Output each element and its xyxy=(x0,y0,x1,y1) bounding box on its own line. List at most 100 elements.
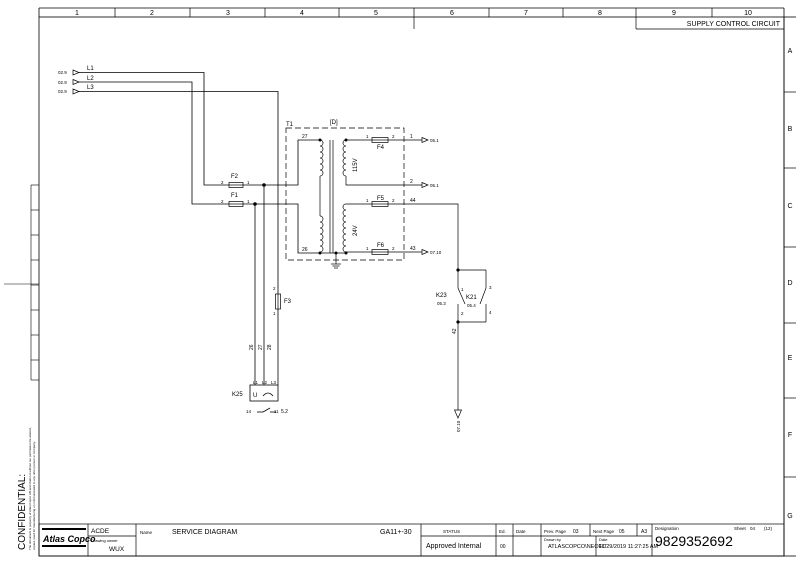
row-label: E xyxy=(788,355,793,362)
next-page-value: 05 xyxy=(619,529,625,535)
column-label: 8 xyxy=(598,10,602,17)
edition-value: 00 xyxy=(500,544,506,550)
fuse-f3-pin: 2 xyxy=(273,286,276,291)
drawing-owner: WUX xyxy=(109,546,125,553)
sheet-label: Sheet xyxy=(734,526,747,531)
row-label: B xyxy=(788,126,793,133)
input-arrows xyxy=(72,69,80,95)
column-label: 1 xyxy=(75,10,79,17)
date-label: Date xyxy=(516,529,526,534)
k23-pin: 2 xyxy=(461,311,464,316)
secondary-fuses xyxy=(371,136,459,270)
fuse-f6-label: F6 xyxy=(377,243,385,249)
drawn-by-label: Drawn by xyxy=(544,537,561,542)
status-label: STATUS xyxy=(443,529,460,534)
row-separators xyxy=(784,91,796,478)
column-label: 9 xyxy=(672,10,676,17)
fuse-f2-pin: 2 xyxy=(221,180,224,185)
supply-wires xyxy=(79,72,320,385)
junction-dots xyxy=(253,183,266,206)
row-labels: A B C D E F G xyxy=(787,48,792,520)
fuse-f2-pin: 1 xyxy=(247,180,250,185)
title-block-grid xyxy=(38,523,785,557)
confidential-line: The document is property of Atlas Copco … xyxy=(28,427,32,550)
k21-pin: 4 xyxy=(489,310,492,315)
transformer-wire-27: 27 xyxy=(302,134,308,140)
date-field-value: 11/29/2019 11:27:25 AM xyxy=(599,544,659,550)
column-label: 5 xyxy=(374,10,378,17)
drawing-name: SERVICE DIAGRAM xyxy=(172,529,237,536)
fuse-f1-pin: 2 xyxy=(221,199,224,204)
fuse-f3 xyxy=(275,293,281,310)
output-wire: 2 xyxy=(410,179,413,185)
column-label: 6 xyxy=(450,10,454,17)
k21-ref: 05.4 xyxy=(467,303,476,308)
input-ref: 02.9 xyxy=(58,70,67,75)
left-margin-grid xyxy=(4,184,39,381)
bottom-ref: 07.10 xyxy=(456,420,461,432)
fuse-f1 xyxy=(228,201,244,207)
date-field-label: Date xyxy=(599,537,608,542)
transformer-t1 xyxy=(285,127,422,269)
svg-text:Atlas Copco: Atlas Copco xyxy=(42,534,96,544)
secondary-24v-label: 24V xyxy=(353,225,359,236)
wire-number: 28 xyxy=(267,344,273,350)
row-label: F xyxy=(788,432,792,439)
relay-dots xyxy=(456,268,460,324)
circuit-title: SUPPLY CONTROL CIRCUIT xyxy=(687,21,781,28)
edition-label: Ed. xyxy=(499,529,506,534)
fuse-f3-label: F3 xyxy=(284,299,292,305)
column-label: 3 xyxy=(226,10,230,17)
row-label: C xyxy=(787,203,792,210)
confidential-title: CONFIDENTIAL: xyxy=(17,474,28,550)
fuse-f6-pin: 2 xyxy=(392,246,395,251)
output-wire: 43 xyxy=(410,246,416,252)
output-ref: 07.10 xyxy=(430,250,442,255)
designation-label: Designation xyxy=(655,526,679,531)
column-label: 7 xyxy=(524,10,528,17)
sheet-value: 04 xyxy=(750,526,756,531)
line-label-l1: L1 xyxy=(87,66,94,72)
drawn-by-value: ATLASCOPCO\NEOFC xyxy=(548,544,606,550)
k25-contact-ref: 5.2 xyxy=(281,409,288,415)
input-refs: 02.9 02.9 02.9 xyxy=(58,70,67,94)
input-line-labels: L1 L2 L3 xyxy=(87,66,94,91)
designation-value: 9829352692 xyxy=(655,533,733,549)
fuse-f3-pin: 1 xyxy=(273,311,276,316)
input-ref: 02.9 xyxy=(58,89,67,94)
fuse-f6-pin: 1 xyxy=(366,246,369,251)
k25-u-label: U xyxy=(253,393,257,399)
k21-pin: 3 xyxy=(489,285,492,290)
transformer-wire-26: 26 xyxy=(302,247,308,253)
status-value: Approved Internal xyxy=(426,543,482,550)
fuse-f4-pin: 1 xyxy=(366,134,369,139)
drawing-owner-label: Drawing owner xyxy=(91,538,118,543)
line-label-l3: L3 xyxy=(87,85,94,91)
line-label-l2: L2 xyxy=(87,76,94,82)
sheet-total: (12) xyxy=(764,526,773,531)
row-label: A xyxy=(788,48,793,55)
prev-page-value: 03 xyxy=(573,529,579,535)
output-wire: 1 xyxy=(410,134,413,140)
k25-terminal: L2 xyxy=(262,380,268,385)
fuse-f1-pin: 1 xyxy=(247,199,250,204)
row-label: G xyxy=(787,513,792,520)
k23-pin: 1 xyxy=(461,287,464,292)
transformer-tag: T1 xyxy=(286,122,294,128)
input-ref: 02.9 xyxy=(58,80,67,85)
k25-tag: K25 xyxy=(232,392,243,398)
drawing-frame xyxy=(38,7,796,557)
output-ref: 05.1 xyxy=(430,138,439,143)
wire-42-label: 42 xyxy=(452,328,458,334)
fuse-f5-pin: 1 xyxy=(366,198,369,203)
k25-contact-pin: 11 xyxy=(274,409,279,414)
model-name: GA11+-30 xyxy=(380,529,412,536)
fuse-f2 xyxy=(228,182,244,188)
column-label: 10 xyxy=(744,10,752,17)
column-label: 2 xyxy=(150,10,154,17)
company-name: ACDE xyxy=(91,528,110,535)
fuse-f1-label: F1 xyxy=(231,193,239,199)
column-label: 4 xyxy=(300,10,304,17)
wire-44-label: 44 xyxy=(410,198,416,204)
